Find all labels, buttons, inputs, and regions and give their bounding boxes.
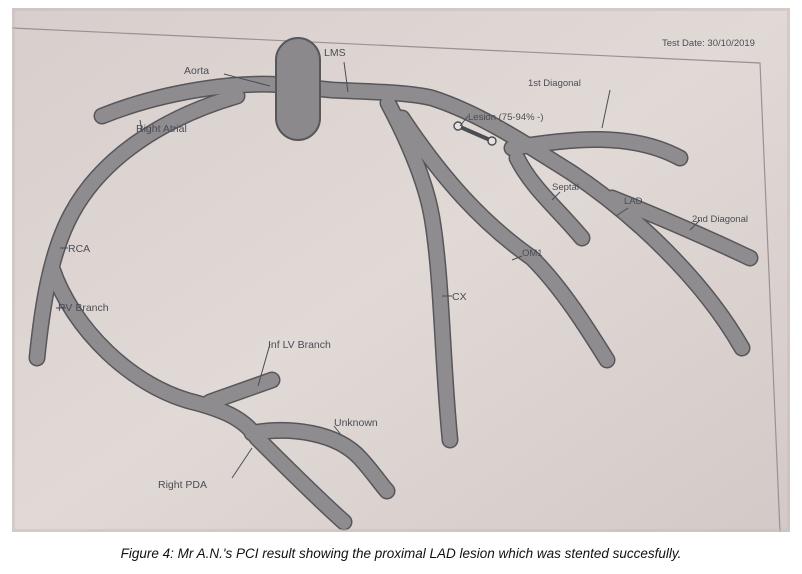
- rca-label: RCA: [68, 243, 90, 255]
- unknown-label: Unknown: [334, 417, 378, 429]
- lesion-label: Lesion (75-94% -): [468, 112, 544, 123]
- test-date-label: Test Date: 30/10/2019: [662, 38, 755, 49]
- figure-caption: Figure 4: Mr A.N.'s PCI result showing t…: [120, 546, 682, 561]
- pci-diagram-photo: Test Date: 30/10/2019 Aorta LMS Right At…: [12, 8, 790, 532]
- rv-branch-label: RV Branch: [58, 302, 109, 314]
- right-atrial-label: Right Atrial: [136, 123, 187, 135]
- printed-frame: [12, 27, 781, 532]
- inf-lv-branch-label: Inf LV Branch: [268, 339, 331, 351]
- first-diagonal-label: 1st Diagonal: [528, 78, 581, 89]
- cx-label: CX: [452, 291, 467, 303]
- lms-capsule: [275, 37, 321, 141]
- lesion-marker: [453, 121, 497, 146]
- aorta-label: Aorta: [184, 65, 209, 77]
- right-pda-label: Right PDA: [158, 479, 207, 491]
- coronary-tree-diagram: Test Date: 30/10/2019 Aorta LMS Right At…: [12, 8, 790, 532]
- second-diagonal-label: 2nd Diagonal: [692, 214, 748, 225]
- septal-label: Septal: [552, 182, 579, 193]
- om1-label: OM1: [522, 248, 543, 259]
- lad-label: LAD: [624, 196, 643, 207]
- label-leader-lines: [56, 61, 701, 479]
- lms-label: LMS: [324, 47, 346, 59]
